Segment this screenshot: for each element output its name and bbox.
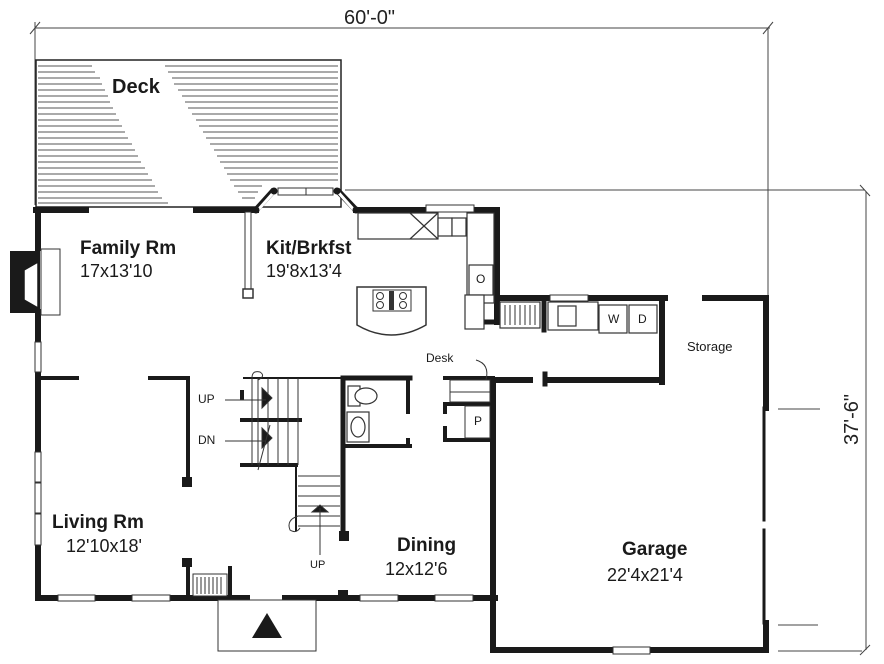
room-dims-garage: 22'4x21'4 <box>607 565 683 585</box>
stair-up-label: UP <box>198 392 215 406</box>
room-label-deck: Deck <box>112 76 160 98</box>
room-dims-living: 12'10x18' <box>66 536 142 556</box>
room-label-garage: Garage <box>622 539 688 560</box>
kitchen-island <box>356 286 427 336</box>
laundry-fixtures <box>499 301 658 334</box>
pantry-label: P <box>474 414 483 428</box>
stair-down-label: DN <box>198 433 216 447</box>
overall-depth-dimension: 37'-6" <box>841 394 863 445</box>
deck-area <box>35 59 342 208</box>
room-label-dining: Dining <box>397 535 457 556</box>
room-label-family: Family Rm <box>80 238 177 259</box>
room-dims-dining: 12x12'6 <box>385 559 448 579</box>
stair-up-lower-label: UP <box>310 559 326 571</box>
room-label-living: Living Rm <box>52 512 144 533</box>
room-label-kitchen: Kit/Brkfst <box>266 238 352 259</box>
desk-pantry <box>449 359 491 439</box>
dimension-lines <box>29 21 871 656</box>
room-dims-kitchen: 19'8x13'4 <box>266 261 342 281</box>
fireplace <box>10 248 61 316</box>
overall-width-dimension: 60'-0" <box>344 7 395 29</box>
oven-label: O <box>476 272 486 286</box>
powder-room <box>346 385 378 443</box>
walls <box>33 207 769 653</box>
closet-shelving <box>192 573 228 597</box>
windows <box>34 187 651 655</box>
desk-label: Desk <box>426 351 454 365</box>
entry-porch <box>217 599 317 652</box>
room-dims-family: 17x13'10 <box>80 261 153 281</box>
bay-window <box>252 187 360 214</box>
dryer-label: D <box>638 312 647 326</box>
column-divider <box>242 211 254 299</box>
washer-label: W <box>608 312 620 326</box>
staircase <box>225 371 340 555</box>
kitchen-counters <box>357 212 495 330</box>
room-label-storage: Storage <box>687 339 733 354</box>
posts <box>182 477 349 598</box>
